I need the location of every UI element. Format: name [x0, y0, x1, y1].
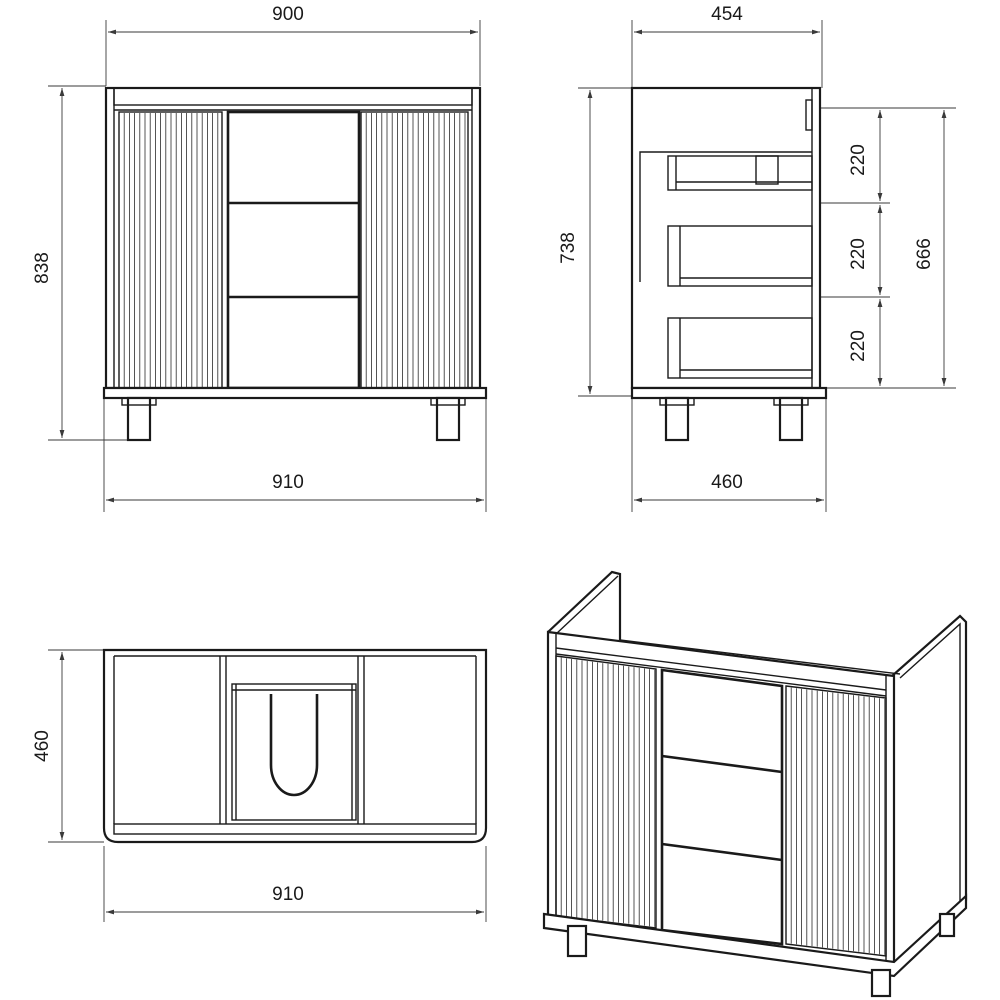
iso-left-fluted-door — [555, 655, 657, 929]
top-front-edge — [113, 823, 477, 835]
front-leg-right — [435, 396, 461, 442]
front-cabinet-body — [104, 86, 482, 390]
side-drawer-height-label: 220 — [848, 330, 869, 362]
side-drawer-box — [667, 317, 813, 379]
front-leg-left — [126, 396, 152, 442]
iso-right-fluted-door — [785, 685, 887, 957]
side-base-depth-label: 460 — [711, 472, 743, 493]
side-cabinet-body — [630, 86, 822, 390]
front-base-width-label: 910 — [272, 472, 304, 493]
isometric-view — [542, 570, 968, 998]
front-width-label: 900 — [272, 4, 304, 25]
side-drawers-total-label: 666 — [914, 238, 935, 270]
top-width-label: 910 — [272, 884, 304, 905]
side-view: 454 738 220 220 220 666 460 — [558, 4, 956, 512]
side-drawer-box — [667, 155, 813, 191]
iso-leg — [870, 968, 892, 998]
side-leg-back — [778, 396, 804, 442]
top-depth-label: 460 — [32, 730, 53, 762]
top-drawer-siphon-cutout — [269, 694, 319, 797]
side-height-label: 738 — [558, 232, 579, 264]
side-depth-label: 454 — [711, 4, 743, 25]
front-plinth — [102, 386, 488, 400]
side-drawer-height-label: 220 — [848, 144, 869, 176]
side-leg-front — [664, 396, 690, 442]
side-inner-frame — [639, 151, 812, 282]
front-top-rail — [113, 87, 473, 106]
top-drawer-box — [231, 683, 357, 821]
iso-cabinet-front — [546, 630, 896, 970]
top-view: 460 910 — [32, 648, 488, 922]
iso-drawer-divider — [661, 754, 783, 774]
top-cabinet-outline — [102, 648, 488, 844]
iso-left-side-panel-top — [547, 570, 622, 640]
front-view: 900 838 910 — [32, 4, 488, 512]
side-plinth — [630, 386, 828, 400]
iso-drawer-divider — [661, 842, 783, 862]
iso-plinth — [542, 893, 968, 978]
side-drawer-box — [667, 225, 813, 287]
front-height-label: 838 — [32, 252, 53, 284]
side-drawer-height-label: 220 — [848, 238, 869, 270]
iso-leg — [566, 924, 588, 958]
iso-drawer-stack — [660, 668, 784, 946]
iso-leg — [938, 912, 956, 938]
